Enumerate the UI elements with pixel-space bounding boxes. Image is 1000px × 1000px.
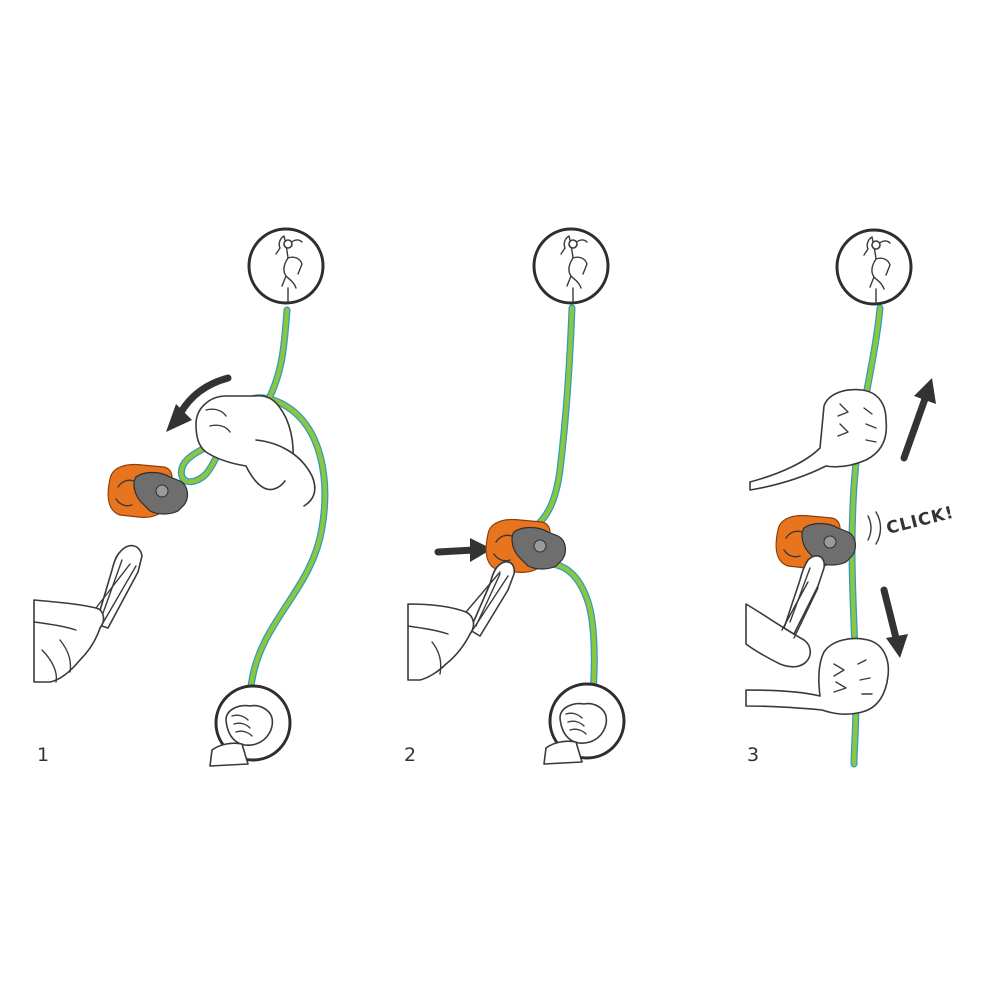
belay-hand-icon [209,684,292,767]
rope-1 [177,306,329,730]
click-label: CLICK! [884,503,956,539]
panel-3: CLICK! 3 [745,228,956,768]
arrow-icon [900,378,936,462]
arm-3 [745,581,819,668]
anchor-climber-icon [835,228,913,306]
anchor-climber-icon [532,227,610,305]
step-number: 1 [37,744,49,766]
step-number: 2 [404,744,416,766]
arrow-icon [166,374,232,432]
arrow-icon [434,538,492,562]
belay-device-icon [107,463,189,519]
arrow-icon [880,586,908,658]
hand-icon [749,388,888,491]
panel-1: 1 [33,227,329,767]
belay-hand-icon [543,682,626,765]
carabiner-icon [783,555,826,635]
rope-2 [520,304,598,716]
anchor-climber-icon [247,227,325,305]
panel-2: 2 [404,227,626,766]
sound-lines: CLICK! [867,503,956,545]
hand-icon [195,394,316,507]
step-number: 3 [747,744,759,766]
hand-icon [745,637,890,715]
arm-1 [33,563,137,683]
belay-device-icon [485,518,567,574]
arm-2 [407,571,509,681]
